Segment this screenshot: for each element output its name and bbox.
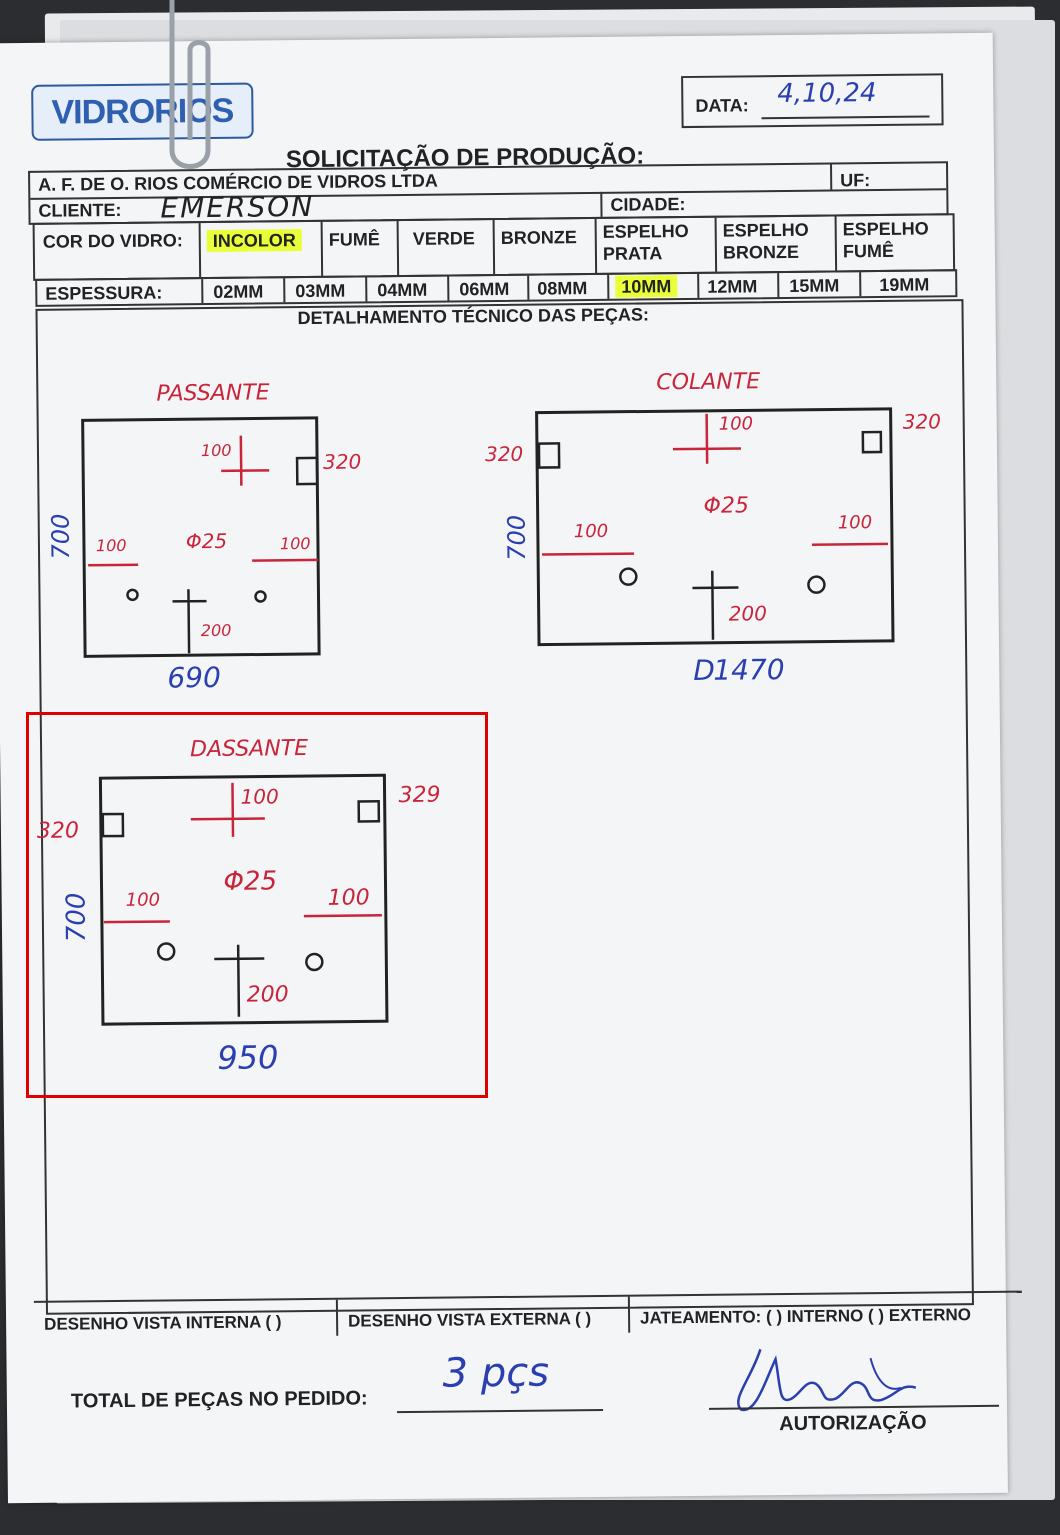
piece-1-sketch: [81, 416, 321, 658]
piece-2-sketch: [535, 407, 895, 647]
piece-3-sketch: [98, 773, 389, 1026]
authorization-label: AUTORIZAÇÃO: [779, 1411, 927, 1436]
piece-2: COLANTE 100 100 100 200 320 320 Φ25 700 …: [0, 33, 993, 687]
external-view-option[interactable]: DESENHO VISTA EXTERNA ( ): [347, 1309, 592, 1331]
piece-1: PASSANTE 100 100 100 200 320 Φ25 700 690: [0, 33, 993, 694]
internal-view-option[interactable]: DESENHO VISTA INTERNA ( ): [44, 1312, 282, 1334]
signature-image: [737, 1348, 917, 1411]
paper-clip-icon: [169, 0, 211, 169]
sandblasting-option[interactable]: JATEAMENTO: ( ) INTERNO ( ) EXTERNO: [639, 1305, 972, 1328]
highlight-annotation-box: [26, 712, 488, 1098]
production-request-form: VIDRORIOS DATA: 4,10,24 SOLICITAÇÃO DE P…: [0, 32, 1023, 1504]
piece-3: DASSANTE 100 100 100 200 320 329 Φ25 700…: [0, 33, 993, 1077]
total-pieces-label: TOTAL DE PEÇAS NO PEDIDO:: [70, 1387, 368, 1413]
total-pieces-value: 3 pçs: [442, 1349, 550, 1397]
